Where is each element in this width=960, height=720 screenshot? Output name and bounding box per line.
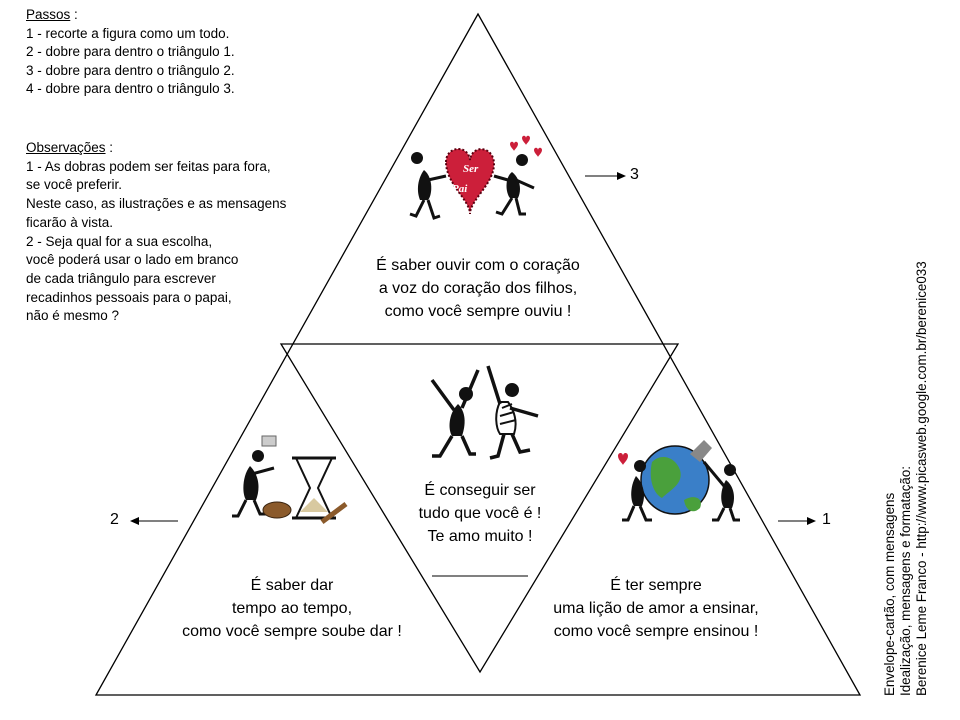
inner-triangle xyxy=(279,343,680,674)
observation-line: não é mesmo ? xyxy=(26,308,120,324)
observation-line: Neste caso, as ilustrações e as mensagen… xyxy=(26,196,287,212)
credit-line: Berenice Leme Franco - http://www.picasw… xyxy=(914,261,929,696)
top-panel-message: É saber ouvir com o coração a voz do cor… xyxy=(376,257,580,320)
credit-line: Idealização, mensagens e formatação: xyxy=(898,465,913,696)
observation-line: 1 - As dobras podem ser feitas para fora… xyxy=(26,158,271,174)
observations-block: Observações : 1 - As dobras podem ser fe… xyxy=(26,139,286,326)
credit-line: Envelope-cartão, com mensagens xyxy=(882,492,897,696)
observation-line: recadinhos pessoais para o papai, xyxy=(26,289,232,305)
father-heart-illustration: Ser Pai xyxy=(409,135,542,220)
dancing-figures-illustration xyxy=(430,365,539,460)
step-line: 2 - dobre para dentro o triângulo 1. xyxy=(26,44,235,59)
arrow-left-icon xyxy=(130,517,178,525)
left-panel-message: É saber dar tempo ao tempo, como você se… xyxy=(182,577,402,640)
observation-line: se você preferir. xyxy=(26,177,123,193)
center-panel-message: É conseguir ser tudo que você é ! Te amo… xyxy=(418,482,542,545)
earth-illustration xyxy=(618,440,740,522)
svg-text:Ser: Ser xyxy=(463,163,479,175)
step-line: 1 - recorte a figura como um todo. xyxy=(26,25,230,41)
right-panel-message: É ter sempre uma lição de amor a ensinar… xyxy=(553,577,759,640)
step-line: 4 - dobre para dentro o triângulo 3. xyxy=(26,81,235,96)
fold-label-3: 3 xyxy=(630,166,639,183)
fold-label-1: 1 xyxy=(822,511,831,528)
steps-block: Passos : 1 - recorte a figura como um to… xyxy=(26,6,235,99)
fold-label-2: 2 xyxy=(110,511,119,528)
observation-line: 2 - Seja qual for a sua escolha, xyxy=(26,233,213,249)
observation-line: de cada triângulo para escrever xyxy=(26,270,216,286)
observations-title: Observações xyxy=(26,140,106,155)
step-line: 3 - dobre para dentro o triângulo 2. xyxy=(26,62,235,78)
arrow-right-icon xyxy=(778,517,816,525)
hourglass-illustration xyxy=(232,435,348,524)
credits-block: Envelope-cartão, com mensagens Idealizaç… xyxy=(882,261,930,696)
arrow-right-icon xyxy=(585,172,626,180)
observation-line: você poderá usar o lado em branco xyxy=(26,252,239,268)
steps-title: Passos xyxy=(26,7,71,22)
observation-line: ficarão à vista. xyxy=(26,214,114,230)
svg-text:Pai: Pai xyxy=(452,183,468,195)
